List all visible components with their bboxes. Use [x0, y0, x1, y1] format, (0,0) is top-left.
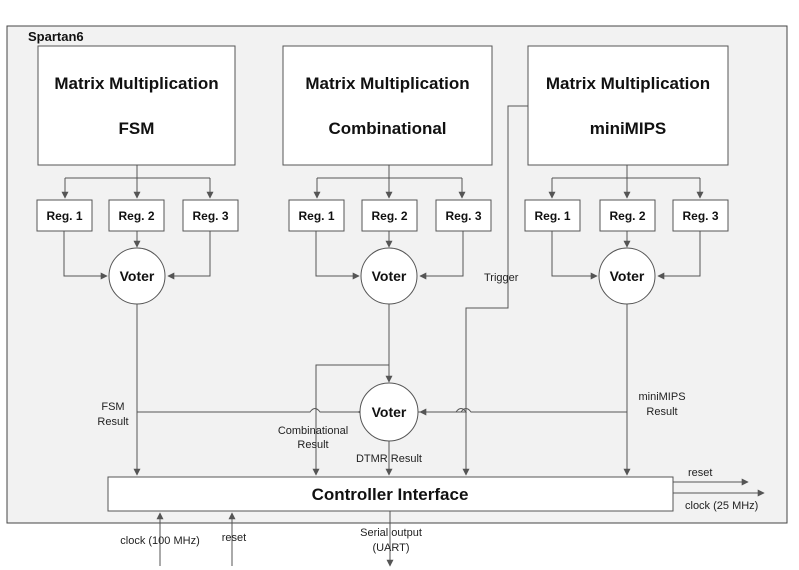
- voter-dtmr: Voter: [359, 382, 419, 442]
- voter-minimips-label: Voter: [610, 268, 645, 284]
- reg-label: Reg. 1: [298, 209, 334, 223]
- reg-box: [36, 199, 93, 232]
- clock-in-label: clock (100 MHz): [120, 535, 199, 547]
- reg-label: Reg. 3: [445, 209, 481, 223]
- fpga-label: Spartan6: [28, 29, 84, 44]
- minimips-result-label-2: Result: [646, 406, 677, 418]
- voter-minimips: Voter: [598, 247, 656, 305]
- reg-label: Reg. 2: [609, 209, 645, 223]
- combinational-result-label-1: Combinational: [278, 425, 348, 437]
- io-wires: [156, 478, 765, 567]
- serial-output-label-2: (UART): [372, 542, 409, 554]
- module-minimips-subtitle: miniMIPS: [590, 119, 667, 138]
- reg-label: Reg. 3: [192, 209, 228, 223]
- dtmr-result-label: DTMR Result: [356, 453, 422, 465]
- voter-fsm: Voter: [108, 247, 166, 305]
- registers-fsm: Reg. 1 Reg. 2 Reg. 3: [36, 199, 239, 232]
- trigger-wire: Trigger: [462, 105, 528, 476]
- reset-out-label: reset: [688, 467, 712, 479]
- combinational-result-label-2: Result: [297, 439, 328, 451]
- reset-in-label: reset: [222, 532, 246, 544]
- reg-box: [182, 199, 239, 232]
- voter-fsm-label: Voter: [120, 268, 155, 284]
- serial-output-label-1: Serial output: [360, 527, 422, 539]
- reg-box: [599, 199, 656, 232]
- voter-combinational-label: Voter: [372, 268, 407, 284]
- fsm-result-label-2: Result: [97, 416, 128, 428]
- reg-box: [672, 199, 729, 232]
- fsm-result-label-1: FSM: [101, 401, 124, 413]
- reg-label: Reg. 3: [682, 209, 718, 223]
- voter-dtmr-label: Voter: [372, 404, 407, 420]
- controller-interface: Controller Interface: [107, 476, 674, 512]
- fanout-wires: [61, 165, 704, 199]
- reg-label: Reg. 2: [371, 209, 407, 223]
- reg-label: Reg. 1: [534, 209, 570, 223]
- reg-label: Reg. 2: [118, 209, 154, 223]
- clock-out-label: clock (25 MHz): [685, 500, 758, 512]
- registers-combinational: Reg. 1 Reg. 2 Reg. 3: [288, 199, 492, 232]
- controller-interface-label: Controller Interface: [312, 485, 469, 504]
- module-fsm: Matrix Multiplication FSM: [37, 45, 236, 166]
- module-combinational: Matrix Multiplication Combinational: [282, 45, 493, 166]
- registers-minimips: Reg. 1 Reg. 2 Reg. 3: [524, 199, 729, 232]
- module-fsm-title: Matrix Multiplication: [54, 74, 218, 93]
- combinational-result-wire: [312, 304, 393, 476]
- trigger-label: Trigger: [484, 272, 519, 284]
- module-fsm-subtitle: FSM: [119, 119, 155, 138]
- module-combinational-title: Matrix Multiplication: [305, 74, 469, 93]
- reg-box: [435, 199, 492, 232]
- voter-combinational: Voter: [360, 247, 418, 305]
- module-minimips: Matrix Multiplication miniMIPS: [527, 45, 729, 166]
- module-minimips-title: Matrix Multiplication: [546, 74, 710, 93]
- reg-to-voter-wires: [63, 231, 701, 280]
- reg-label: Reg. 1: [46, 209, 82, 223]
- module-combinational-subtitle: Combinational: [328, 119, 446, 138]
- minimips-result-label-1: miniMIPS: [638, 391, 685, 403]
- minimips-result-wire: [419, 304, 631, 476]
